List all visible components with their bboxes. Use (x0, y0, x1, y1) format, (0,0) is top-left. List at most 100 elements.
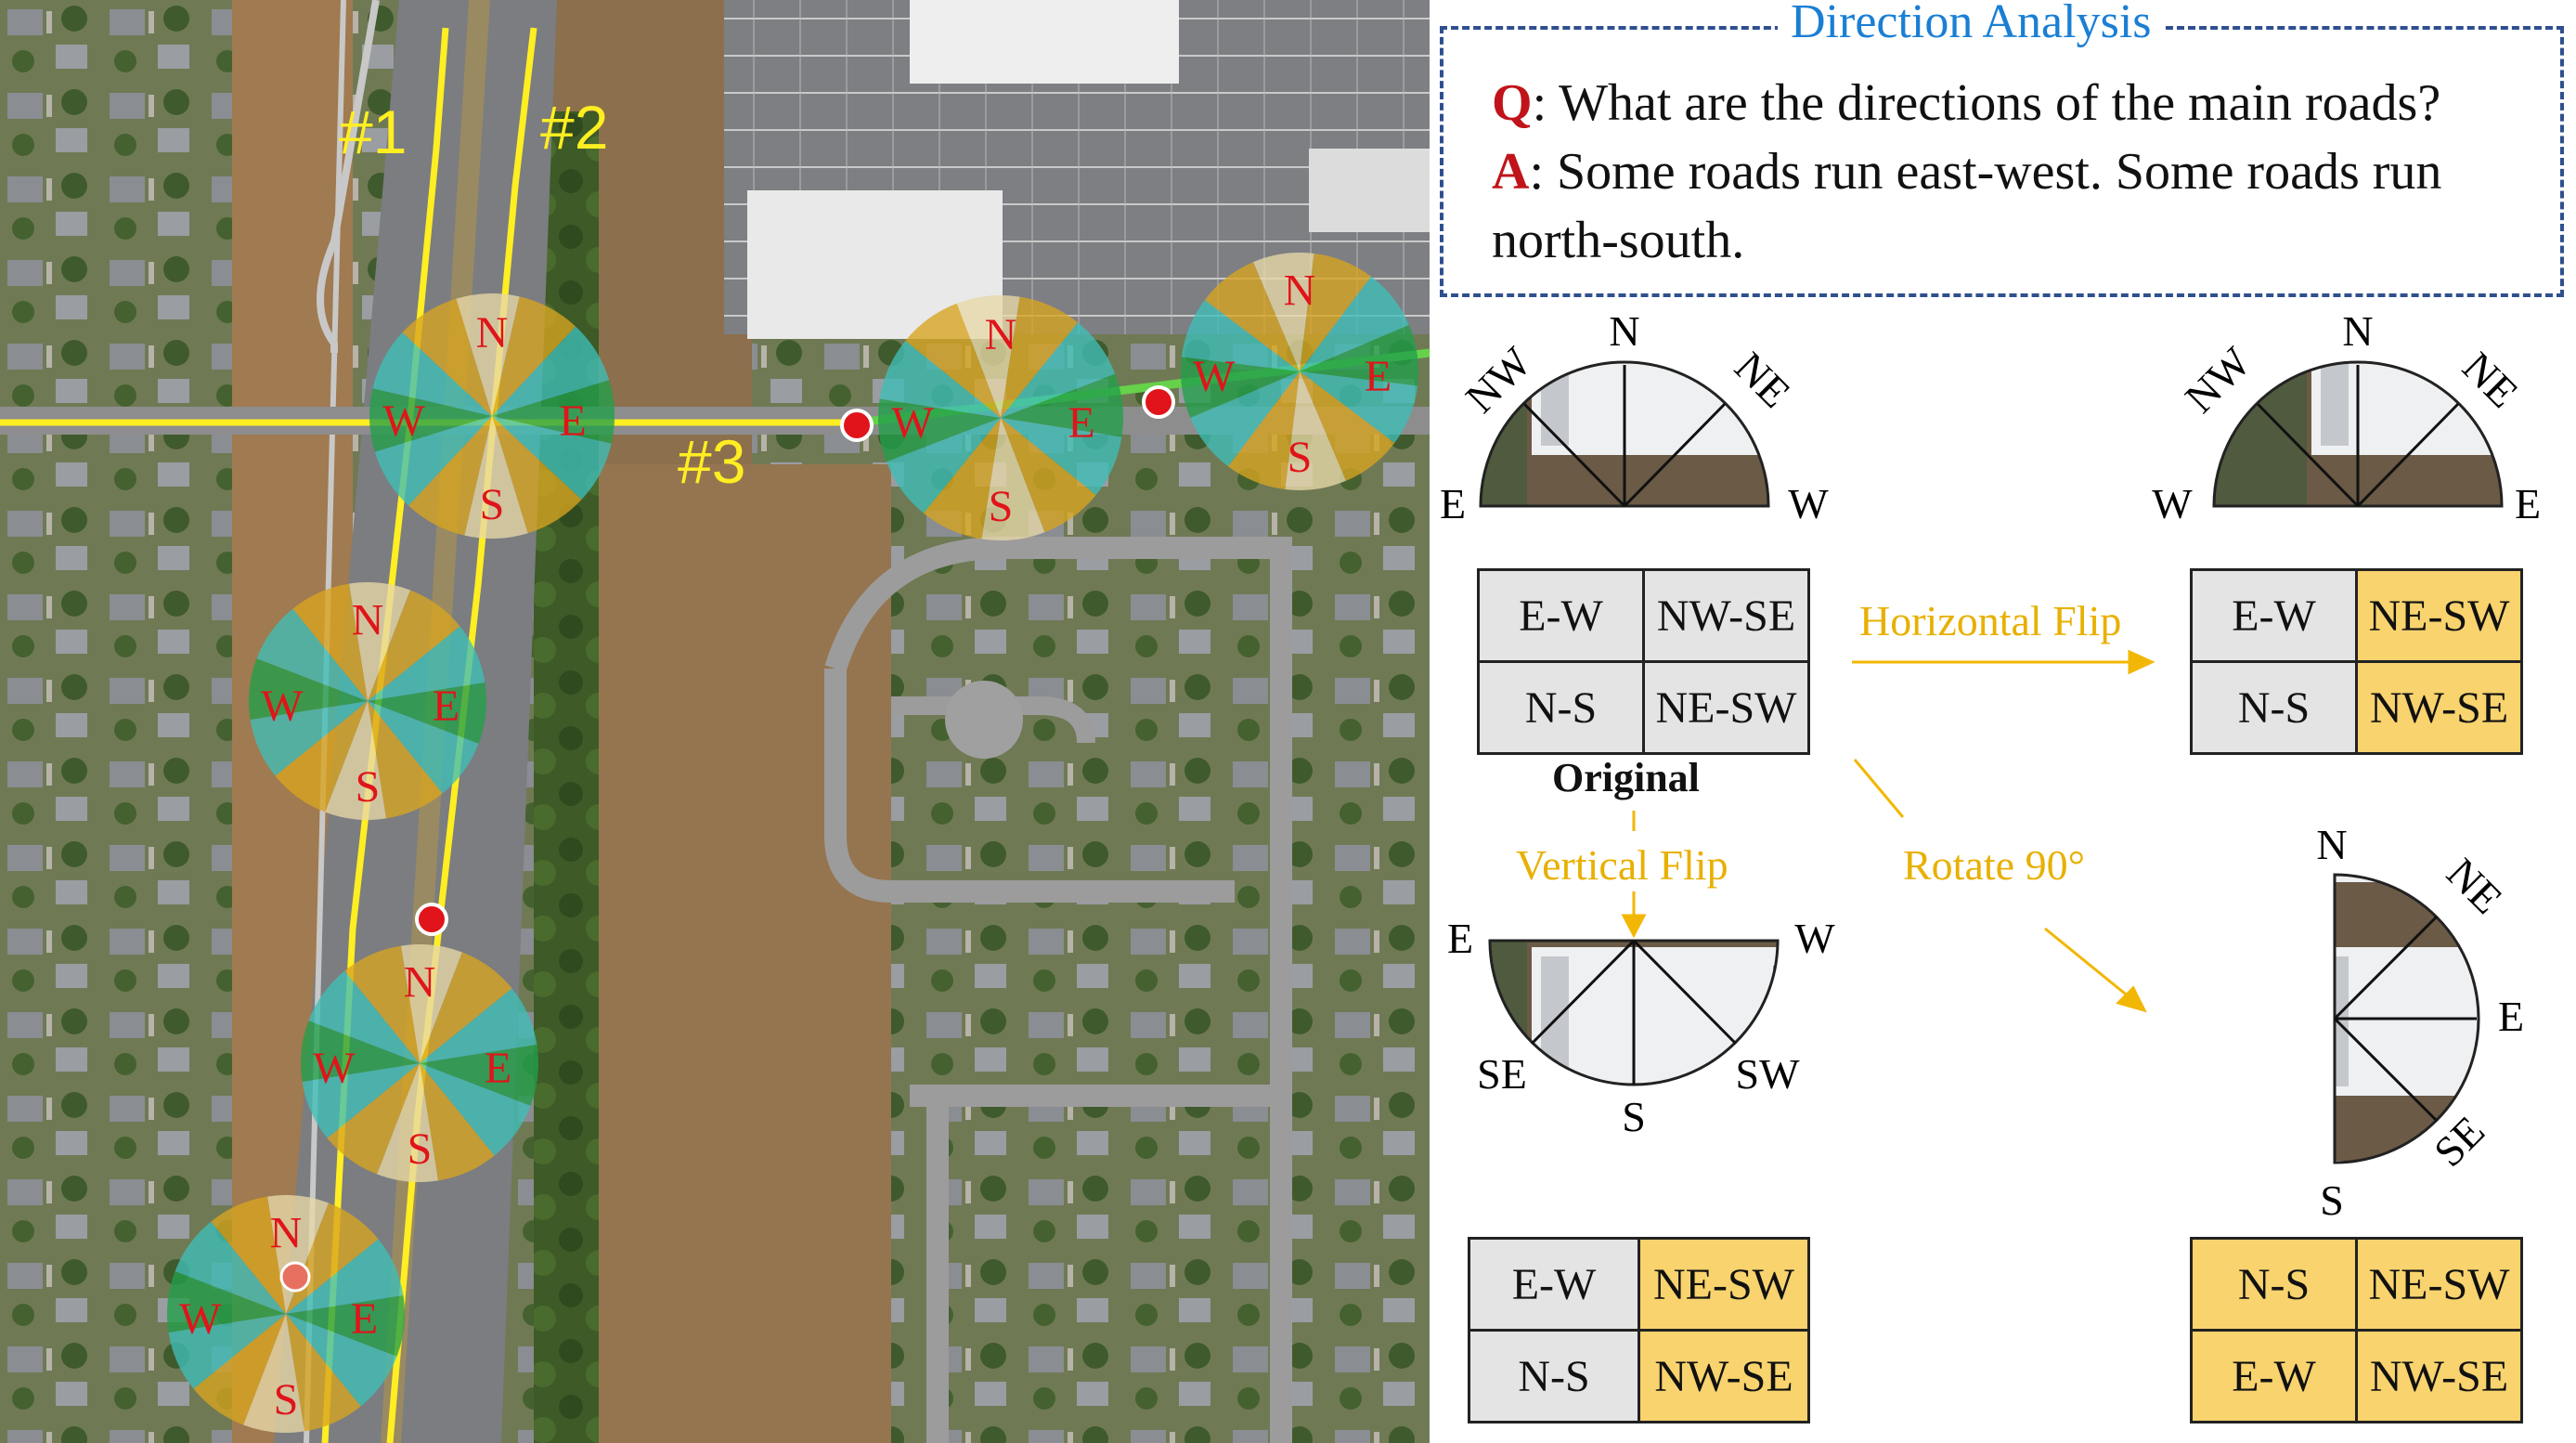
compass-letter-s: S (1288, 433, 1313, 482)
wheel-sector (243, 1314, 304, 1433)
cell: E-W (2190, 568, 2358, 663)
marker-light (279, 1261, 311, 1293)
compass-letter-e: E (433, 682, 460, 731)
red-marker (415, 903, 448, 936)
compass-letter-w: W (382, 396, 425, 446)
wheel-sector (292, 583, 368, 701)
orig-e: E (1440, 480, 1466, 527)
wheel-sector (1300, 276, 1409, 371)
cell: NW-SE (1638, 1329, 1810, 1424)
compass-letter-w: W (179, 1294, 222, 1344)
cell: E-W (1477, 568, 1645, 663)
augmentation-diagram: N NW NE E W N NW NE W E E W SE SW S N NE… (1440, 307, 2541, 1224)
wheel-sector (325, 701, 386, 820)
table-row: E-W NE-SW (1468, 1237, 1810, 1332)
compass-letter-e: E (485, 1044, 511, 1093)
compass-letter-s: S (274, 1375, 299, 1424)
vertical-flip-label: Vertical Flip (1516, 841, 1728, 889)
table-row: N-S NW-SE (1468, 1329, 1810, 1424)
hflip-ne: NE (2453, 343, 2527, 416)
wheel-sector (1001, 418, 1122, 496)
wheel-sector (408, 416, 492, 536)
wheel-sector (349, 582, 410, 701)
wheel-sector (1190, 371, 1300, 467)
wheel-sector (401, 944, 462, 1063)
compass-letter-s: S (989, 482, 1014, 531)
wheel-sector (1228, 371, 1300, 489)
cell: NE-SW (1638, 1237, 1810, 1332)
wheel-sector (308, 970, 420, 1063)
a-prefix: A (1492, 143, 1530, 201)
red-marker (840, 409, 874, 442)
vflip-se: SE (1477, 1050, 1527, 1098)
compass-letter-w: W (261, 682, 304, 731)
table-vertical-flip: E-W NE-SW N-S NW-SE (1468, 1237, 1810, 1424)
wheel-sector (923, 418, 1001, 540)
vflip-s: S (1622, 1093, 1646, 1140)
table-horizontal-flip: E-W NE-SW N-S NW-SE (2190, 568, 2523, 755)
rotate-label: Rotate 90° (1903, 841, 2085, 889)
wheel-sector (168, 1314, 286, 1389)
wheel-sector (420, 1045, 538, 1106)
answer-line: A: Some roads run east-west. Some roads … (1492, 141, 2441, 202)
rot-e: E (2498, 993, 2524, 1040)
wheel-sector (464, 416, 528, 539)
compass-wheel-2 (877, 294, 1124, 541)
table-row: E-W NE-SW (2190, 568, 2523, 663)
compass-wheel-5 (301, 944, 538, 1182)
horizontal-flip-compass: N NW NE W E (2152, 307, 2541, 527)
horizontal-arrowhead (2128, 649, 2155, 675)
wheel-sector (211, 1196, 286, 1314)
compass-letter-n: N (270, 1209, 303, 1258)
vflip-w: W (1794, 915, 1835, 962)
wheel-sector (249, 658, 368, 720)
cell: NW-SE (2355, 1329, 2523, 1424)
wheel-sector (1285, 371, 1346, 490)
vflip-sw: SW (1736, 1050, 1801, 1098)
wheel-sector (167, 1271, 286, 1332)
cell: N-S (2190, 1237, 2358, 1332)
rotate-arrow-top (1853, 759, 1905, 818)
table-original: E-W NW-SE N-S NE-SW (1477, 568, 1810, 755)
compass-letter-e: E (1365, 352, 1392, 401)
compass-letter-w: W (313, 1044, 356, 1093)
wheel-sector (1204, 262, 1300, 371)
table-row: E-W NW-SE (2190, 1329, 2523, 1424)
compass-letter-e: E (559, 396, 586, 446)
wheel-sector (1300, 254, 1371, 371)
road-label-2: #2 (540, 93, 608, 162)
wheel-sector (369, 388, 492, 452)
wheel-sector (193, 1314, 286, 1425)
cell: NE-SW (2355, 1237, 2523, 1332)
wheel-sector (492, 380, 615, 444)
rot-s: S (2320, 1176, 2344, 1224)
vertical-flip-compass: E W SE SW S (1447, 915, 1835, 1140)
wheel-sector (368, 590, 460, 701)
vertical-arrowhead (1621, 914, 1647, 939)
wheel-sector (1181, 357, 1300, 418)
cell: N-S (1468, 1329, 1640, 1424)
table-rotated: N-S NE-SW E-W NW-SE (2190, 1237, 2523, 1424)
cell: N-S (2190, 660, 2358, 755)
wheel-sector (372, 332, 492, 416)
wheel-sector (302, 1063, 420, 1138)
wheel-sector (1001, 373, 1124, 437)
table-row: N-S NW-SE (2190, 660, 2523, 755)
compass-letter-n: N (404, 958, 436, 1008)
compass-wheel-3 (1181, 253, 1418, 490)
q-prefix: Q (1492, 74, 1533, 132)
wheel-sector (956, 294, 1020, 418)
wheel-sector (879, 340, 1001, 418)
wheel-sector (877, 398, 1001, 462)
hflip-nw: NW (2176, 338, 2260, 422)
wheel-sector (1300, 371, 1395, 481)
horizontal-flip-label: Horizontal Flip (1859, 597, 2122, 644)
wheel-sector (1300, 325, 1418, 386)
wheel-sector (905, 303, 1001, 418)
compass-letter-w: W (1193, 352, 1236, 401)
wheel-sector (286, 1314, 361, 1432)
vflip-e: E (1447, 915, 1473, 962)
road-label-1: #1 (339, 98, 407, 166)
wheel-sector (1300, 371, 1417, 443)
